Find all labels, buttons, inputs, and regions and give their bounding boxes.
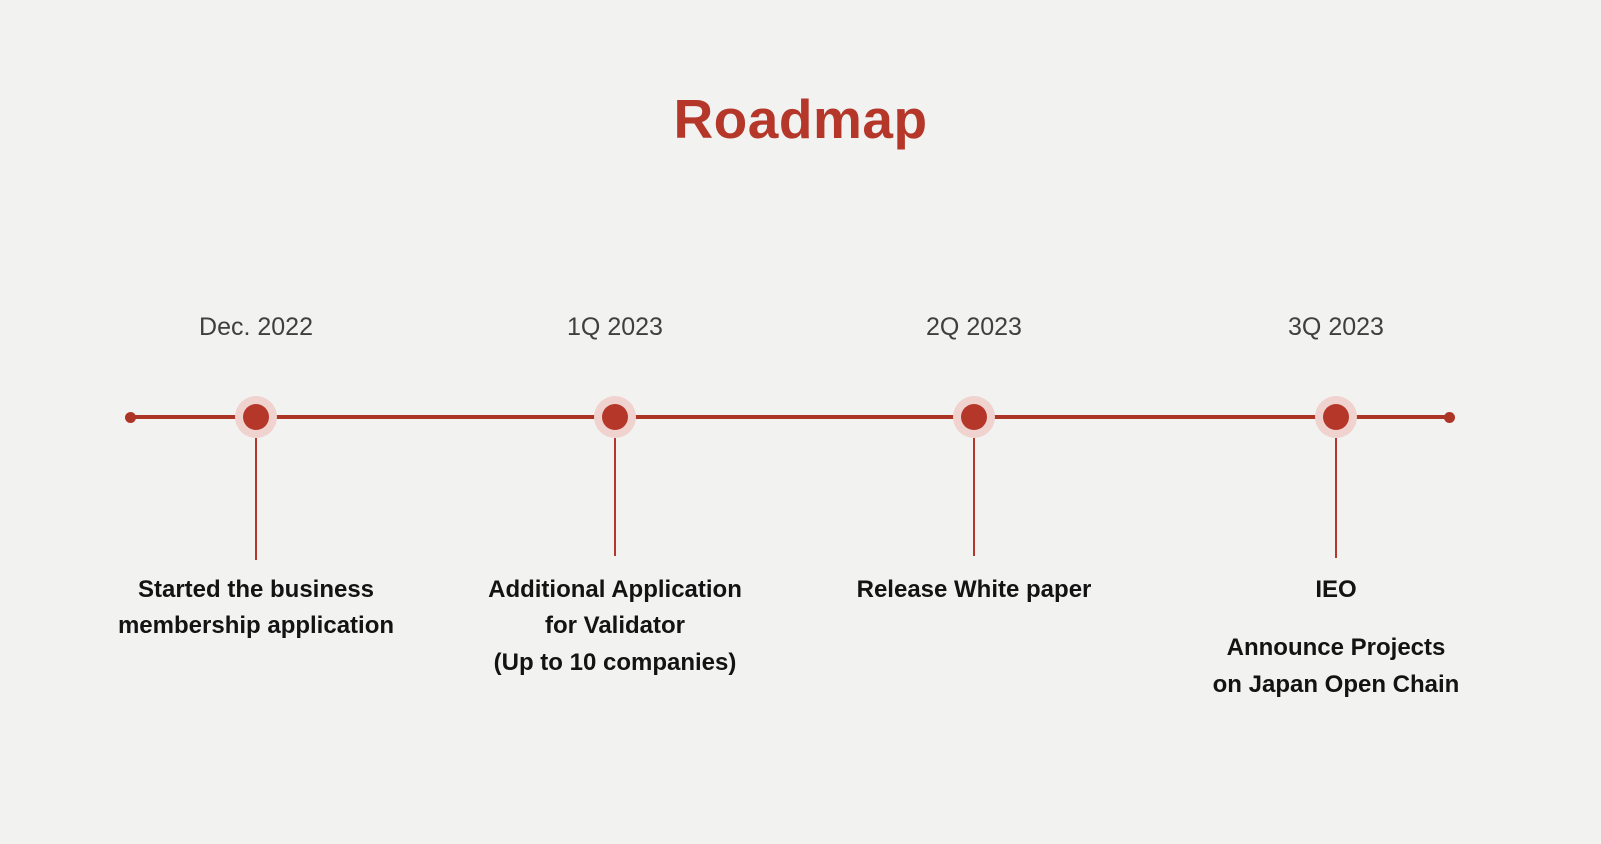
milestone-description-line: membership application [117, 612, 395, 640]
milestone-connector-line [255, 438, 257, 560]
milestone-connector-line [973, 438, 975, 556]
milestone-description-line: on Japan Open Chain [1212, 670, 1460, 698]
page-title: Roadmap [673, 88, 928, 150]
milestone-marker-core [602, 404, 628, 430]
milestone-marker-dot-icon[interactable] [1315, 396, 1357, 438]
milestone-description-line: Additional Application [488, 576, 742, 603]
milestone-marker-core [243, 404, 269, 430]
milestone-marker-dot-icon[interactable] [235, 396, 277, 438]
milestone-description-line: (Up to 10 companies) [493, 648, 737, 676]
milestone-description-line: for Validator [544, 612, 686, 640]
milestone-date-label: Dec. 2022 [199, 313, 313, 341]
milestone-description: Started the business membership applicati… [66, 572, 446, 645]
milestone-description: Additional Application for Validator (Up t… [425, 572, 805, 681]
axis-start-cap-icon [125, 412, 136, 423]
milestone-description-line: IEO [1315, 576, 1357, 603]
milestone-description-paragraph: IEO [1146, 572, 1526, 608]
milestone-marker-dot-icon[interactable] [594, 396, 636, 438]
milestone-description: IEO Announce Projects on Japan Open Chain [1146, 572, 1526, 703]
milestone-date-label: 1Q 2023 [567, 313, 663, 341]
milestone-description-line: Started the business [137, 576, 375, 603]
milestone-description-line: Announce Projects [1226, 634, 1446, 662]
milestone-marker-dot-icon[interactable] [953, 396, 995, 438]
timeline-axis [130, 415, 1452, 419]
milestone-date-label: 3Q 2023 [1288, 313, 1384, 341]
milestone-description-paragraph: Release White paper [784, 572, 1164, 608]
milestone-connector-line [614, 438, 616, 556]
milestone-description-paragraph: Started the business membership applicati… [66, 572, 446, 645]
milestone-date-label: 2Q 2023 [926, 313, 1022, 341]
milestone-marker-core [961, 404, 987, 430]
milestone-description-paragraph: Announce Projects on Japan Open Chain [1146, 630, 1526, 703]
milestone-connector-line [1335, 438, 1337, 558]
milestone-description-line: Release White paper [856, 576, 1092, 603]
axis-end-cap-icon [1444, 412, 1455, 423]
milestone-marker-core [1323, 404, 1349, 430]
milestone-description-paragraph: Additional Application for Validator (Up t… [425, 572, 805, 681]
milestone-description: Release White paper [784, 572, 1164, 608]
